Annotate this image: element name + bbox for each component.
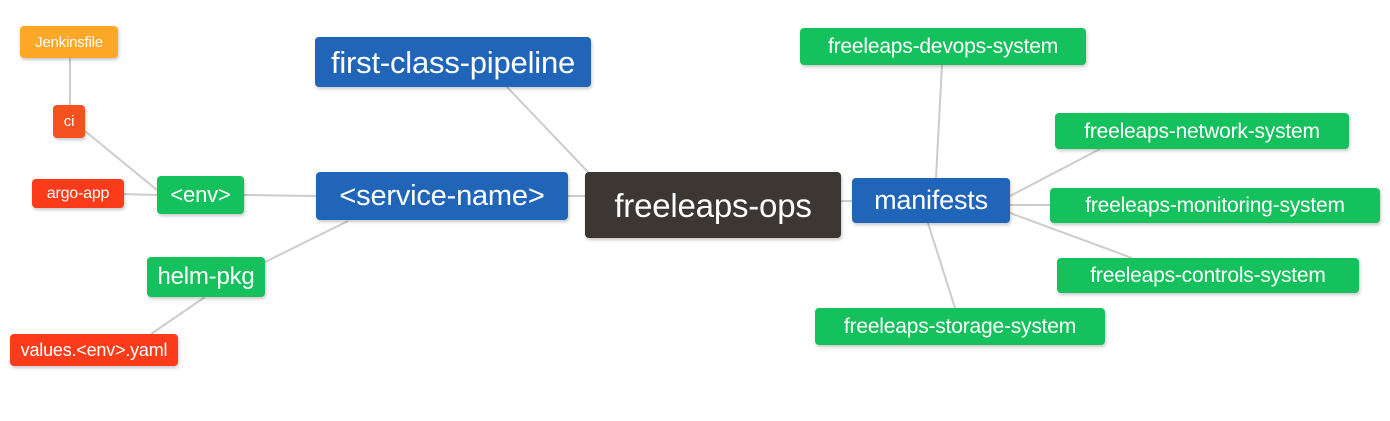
node-helm-pkg[interactable]: helm-pkg — [147, 257, 265, 297]
node-service-name[interactable]: <service-name> — [316, 172, 568, 220]
node-env[interactable]: <env> — [157, 176, 244, 214]
node-freeleaps-devops-system[interactable]: freeleaps-devops-system — [800, 28, 1086, 65]
node-values-yaml[interactable]: values.<env>.yaml — [10, 334, 178, 366]
edge-argo-app-to-env — [123, 193, 158, 196]
edge-helm-pkg-to-service-name — [264, 220, 349, 263]
edge-values-yaml-to-helm-pkg — [150, 296, 206, 335]
node-manifests[interactable]: manifests — [852, 178, 1010, 223]
node-ci[interactable]: ci — [53, 105, 85, 138]
edge-freeleaps-devops-system-to-manifests — [935, 64, 943, 179]
node-freeleaps-storage-system[interactable]: freeleaps-storage-system — [815, 308, 1105, 345]
node-first-class-pipeline[interactable]: first-class-pipeline — [315, 37, 591, 87]
edge-first-class-pipeline-to-freeleaps-ops — [506, 86, 589, 173]
node-freeleaps-controls-system[interactable]: freeleaps-controls-system — [1057, 258, 1359, 293]
edge-env-to-service-name — [243, 194, 317, 197]
node-freeleaps-ops[interactable]: freeleaps-ops — [585, 172, 841, 238]
node-jenkinsfile[interactable]: Jenkinsfile — [20, 26, 118, 58]
node-freeleaps-network-system[interactable]: freeleaps-network-system — [1055, 113, 1349, 149]
node-argo-app[interactable]: argo-app — [32, 179, 124, 208]
node-freeleaps-monitoring-system[interactable]: freeleaps-monitoring-system — [1050, 188, 1380, 223]
edge-manifests-to-freeleaps-storage-system — [927, 222, 956, 309]
